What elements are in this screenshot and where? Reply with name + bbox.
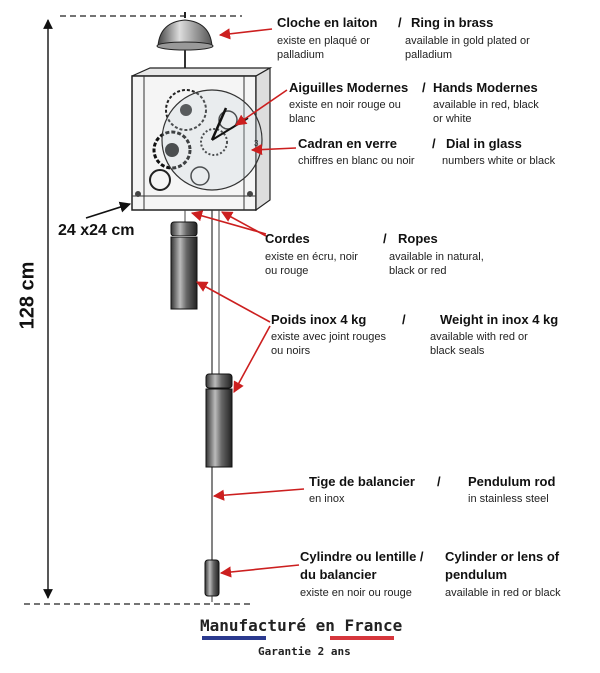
bell-en-title: Ring in brass [411, 15, 494, 30]
dial-sep: / [432, 136, 436, 151]
bell-fr-desc-2: palladium [277, 49, 325, 61]
footprint-arrow [85, 201, 132, 219]
bob-en-desc-1: available in red or black [445, 587, 561, 599]
weight-left [170, 221, 198, 310]
dial-en-title: Dial in glass [446, 136, 522, 151]
bell-fr-desc-1: existe en plaqué or [277, 35, 370, 47]
bell-sep: / [398, 15, 402, 30]
ropes-fr-desc-1: existe en écru, noir [265, 251, 358, 263]
dial-en-desc-1: numbers white or black [442, 155, 556, 167]
weights-fr-desc-1: existe avec joint rouges [271, 331, 386, 343]
ropes-fr-desc-2: ou rouge [265, 265, 309, 277]
dial-fr-desc-1: chiffres en blanc ou noir [298, 155, 415, 167]
hands-fr-title: Aiguilles Modernes [289, 80, 409, 95]
rod-en-desc-1: in stainless steel [468, 493, 549, 505]
hands-en-desc-2: or white [433, 113, 472, 125]
weights-en-title: Weight in inox 4 kg [440, 312, 559, 327]
weights-en-desc-1: available with red or [430, 331, 528, 343]
movement-frame: 3 [131, 66, 273, 212]
bell-fr-title: Cloche en laiton [277, 15, 378, 30]
ropes-en-desc-1: available in natural, [389, 251, 484, 263]
ropes-fr-title: Cordes [265, 231, 310, 246]
ropes-en-title: Ropes [398, 231, 438, 246]
ropes-en-desc-2: black or red [389, 265, 447, 277]
bob-en-title-2: pendulum [445, 567, 508, 582]
france-flag-underline [202, 636, 394, 640]
height-dimension [24, 15, 250, 605]
bob-en-title: Cylinder or lens of [445, 549, 560, 564]
hands-fr-desc-1: existe en noir rouge ou [289, 99, 401, 111]
rod-sep: / [437, 474, 441, 489]
made-in-france: Manufacturé en France [200, 616, 403, 635]
bob-fr-desc-1: existe en noir ou rouge [300, 587, 412, 599]
weights-fr-desc-2: ou noirs [271, 345, 311, 357]
weights-en-desc-2: black seals [430, 345, 485, 357]
pendulum-bob [204, 559, 220, 602]
hands-en-title: Hands Modernes [433, 80, 538, 95]
warranty: Garantie 2 ans [258, 645, 351, 658]
footprint-label: 24 x24 cm [58, 222, 135, 239]
leader-arrows [190, 28, 305, 578]
dial-fr-title: Cadran en verre [298, 136, 397, 151]
ropes-sep: / [383, 231, 387, 246]
svg-text:3: 3 [254, 139, 259, 148]
bell-en-desc-2: palladium [405, 49, 453, 61]
weights-sep: / [402, 312, 406, 327]
rod-en-title: Pendulum rod [468, 474, 556, 489]
hands-fr-desc-2: blanc [289, 113, 316, 125]
weights-fr-title: Poids inox 4 kg [271, 312, 367, 327]
bell-illustration [156, 12, 214, 72]
weight-right [205, 373, 233, 468]
bob-fr-title-2: du balancier [300, 567, 377, 582]
hands-sep: / [422, 80, 426, 95]
hands-en-desc-1: available in red, black [433, 99, 539, 111]
bell-en-desc-1: available in gold plated or [405, 35, 530, 47]
height-label: 128 cm [16, 261, 39, 330]
bob-fr-title: Cylindre ou lentille / [300, 549, 424, 564]
rod-fr-title: Tige de balancier [309, 474, 415, 489]
rod-fr-desc-1: en inox [309, 493, 345, 505]
